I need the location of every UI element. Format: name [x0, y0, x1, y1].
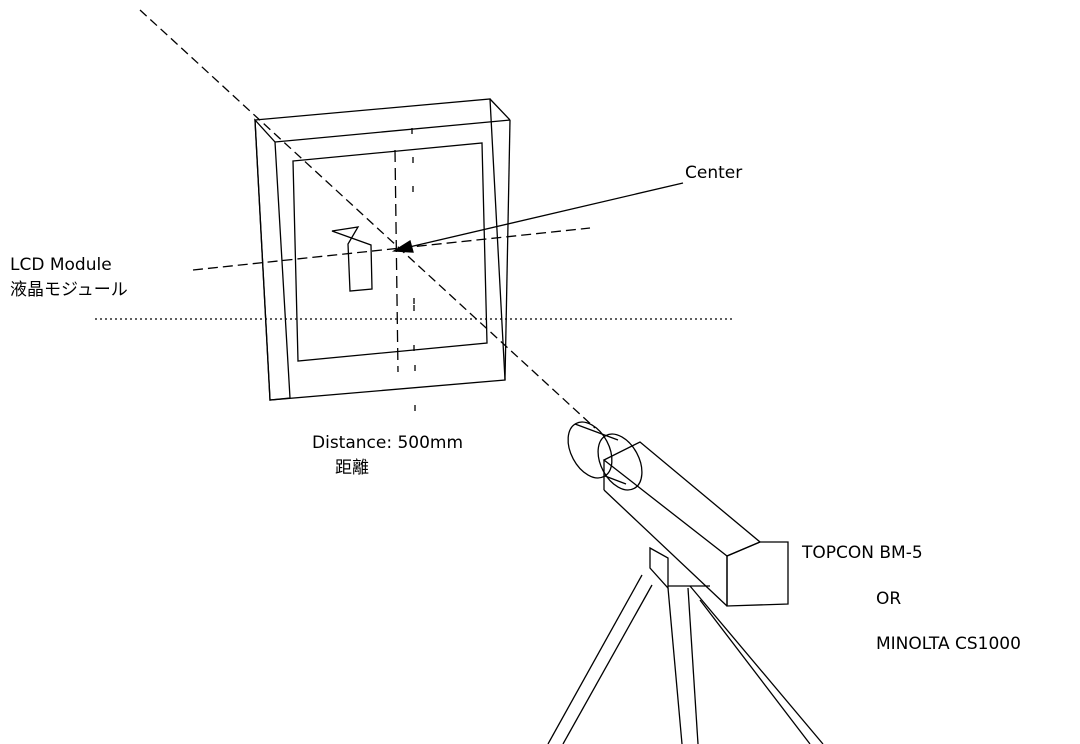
meter-lens-rear — [597, 433, 643, 491]
horizontal-center-line — [192, 227, 591, 271]
meter-body-front — [726, 541, 789, 607]
center-arrow-line — [404, 182, 684, 249]
tick-marks — [411, 128, 416, 411]
lcd-module-label: LCD Module — [10, 255, 112, 275]
instrument-label-minolta: MINOLTA CS1000 — [876, 634, 1021, 654]
distance-label: Distance: 500mm — [312, 433, 464, 453]
lcd-module-label-ja: 液晶モジュール — [10, 280, 128, 300]
instrument-label-topcon: TOPCON BM-5 — [802, 543, 923, 563]
distance-label-ja: 距離 — [335, 458, 369, 478]
luminance-meter — [567, 421, 789, 607]
view-axis-line — [139, 9, 596, 429]
center-label: Center — [685, 163, 743, 183]
tripod-head — [649, 546, 669, 590]
meter-body-top — [602, 441, 762, 557]
lcd-module — [254, 98, 511, 401]
tripod — [547, 546, 824, 744]
vertical-center-line — [394, 149, 399, 373]
lcd-top-edge — [274, 119, 511, 143]
center-arrowhead — [391, 239, 414, 253]
lcd-side-face — [254, 118, 291, 401]
lcd-active-area — [292, 142, 488, 362]
tripod-leg-center — [667, 587, 683, 744]
instrument-label-or: OR — [876, 589, 902, 609]
tripod-leg-right — [689, 585, 824, 744]
tripod-leg-left — [547, 574, 643, 744]
center-marker — [331, 226, 373, 292]
meter-lens-front — [567, 421, 613, 479]
